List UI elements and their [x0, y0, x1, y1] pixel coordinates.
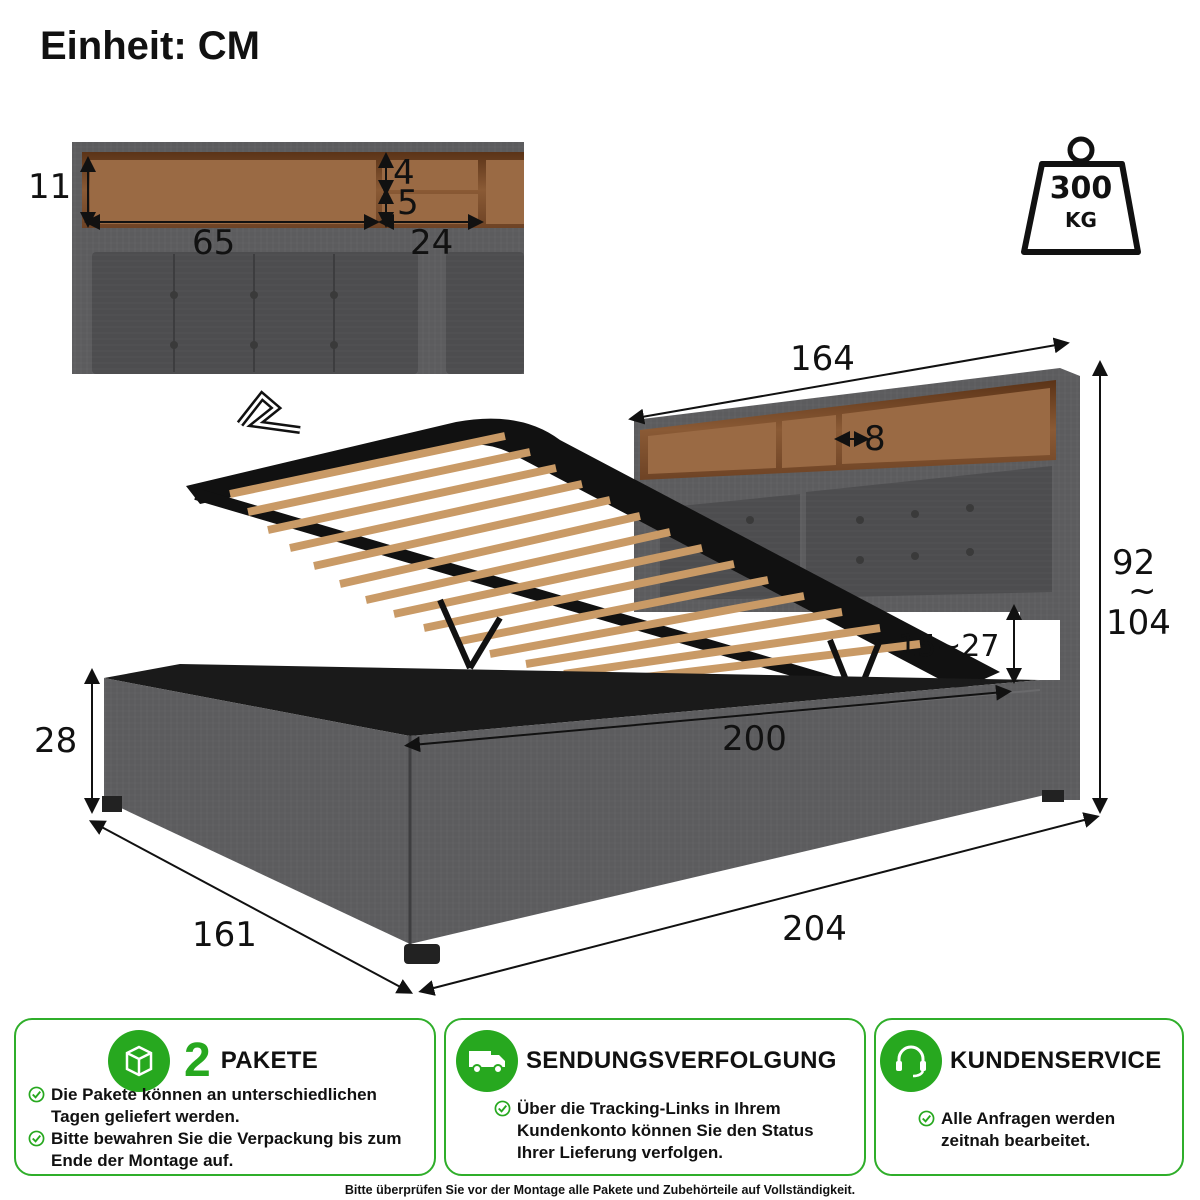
package-icon: [108, 1030, 170, 1092]
dim-shelf-small-upper: 4: [393, 153, 415, 193]
bullet-text: Über die Tracking-Links in Ihrem Kundenk…: [517, 1099, 814, 1163]
package-count: 2: [184, 1034, 211, 1087]
dim-shelf-depth: 8: [864, 419, 886, 459]
weight-value: 300: [1049, 171, 1113, 206]
bullet-text: Alle Anfragen werden zeitnah bearbeitet.: [941, 1109, 1116, 1151]
dim-total-height-bottom: 104: [1106, 603, 1171, 643]
dim-headboard-width: 164: [790, 339, 855, 379]
weight-capacity: 300 KG: [1026, 171, 1136, 232]
dim-total-width: 161: [192, 915, 257, 955]
weight-icon: [1021, 136, 1141, 255]
dim-total-height-sep: ~: [1128, 571, 1157, 611]
unit-title: Einheit: CM: [40, 24, 260, 68]
weight-unit: KG: [1065, 208, 1097, 232]
card-service-title: KUNDENSERVICE: [950, 1047, 1162, 1074]
headboard-detail-inset: [72, 142, 524, 374]
headset-icon: [880, 1030, 942, 1092]
list-item: Alle Anfragen werden zeitnah bearbeitet.: [918, 1108, 1168, 1152]
lifted-slat-frame: [186, 390, 1000, 696]
dim-total-height-top: 92: [1112, 543, 1156, 583]
list-item: Die Pakete können an unterschiedlichen T…: [28, 1084, 428, 1128]
check-icon: [28, 1130, 45, 1147]
list-item: Über die Tracking-Links in Ihrem Kundenk…: [494, 1098, 824, 1164]
dim-leg-gap: 15~27: [898, 629, 1000, 664]
list-item: Bitte bewahren Sie die Verpackung bis zu…: [28, 1128, 428, 1172]
card-tracking-head: SENDUNGSVERFOLGUNG: [456, 1030, 837, 1092]
dim-inner-length: 200: [722, 719, 787, 759]
bullet-text: Bitte bewahren Sie die Verpackung bis zu…: [51, 1129, 402, 1171]
card-packages: 2 PAKETE Die Pakete können an unterschie…: [14, 1018, 436, 1176]
dim-total-length: 204: [782, 909, 847, 949]
dim-shelf-width-small: 24: [410, 223, 454, 263]
check-icon: [28, 1086, 45, 1103]
check-icon: [494, 1100, 511, 1117]
footer-note: Bitte überprüfen Sie vor der Montage all…: [344, 1183, 856, 1197]
card-customer-service: KUNDENSERVICE Alle Anfragen werden zeitn…: [874, 1018, 1184, 1176]
dim-frame-height: 28: [34, 721, 78, 761]
bullet-text: Die Pakete können an unterschiedlichen T…: [51, 1085, 377, 1127]
card-service-head: KUNDENSERVICE: [880, 1030, 1162, 1092]
dim-shelf-small-lower: 5: [397, 183, 419, 223]
card-tracking-title: SENDUNGSVERFOLGUNG: [526, 1047, 837, 1074]
delivery-truck-icon: [456, 1030, 518, 1092]
dim-shelf-width-large: 65: [192, 223, 236, 263]
bed-illustration: [72, 142, 1108, 996]
dim-shelf-height: 11: [28, 167, 72, 207]
dimension-lines: [84, 337, 1108, 996]
card-packages-title: PAKETE: [220, 1047, 319, 1074]
card-tracking: SENDUNGSVERFOLGUNG Über die Tracking-Lin…: [444, 1018, 866, 1176]
card-packages-head: 2 PAKETE: [108, 1030, 318, 1092]
check-icon: [918, 1110, 935, 1127]
